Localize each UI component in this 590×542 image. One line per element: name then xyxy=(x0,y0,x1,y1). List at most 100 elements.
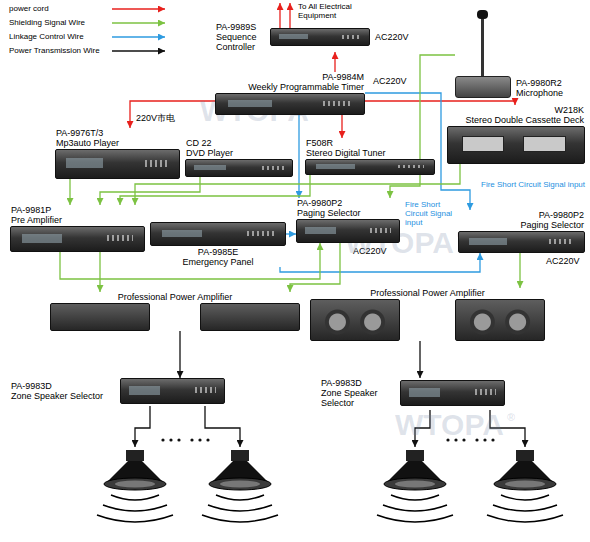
device-label: PA-9983D xyxy=(10,381,53,391)
wire-connector xyxy=(419,341,420,378)
wire-connector xyxy=(298,115,299,198)
annotation-label: AC220V xyxy=(372,76,408,86)
device-label: PA-9983D xyxy=(320,378,363,388)
device-label: CD 22 xyxy=(185,138,213,148)
device-label-group: PA-9980R2Microphone xyxy=(515,78,585,98)
power-out-arrows xyxy=(280,3,290,28)
device-illustration xyxy=(305,159,435,175)
device-label-group: PA-9989SSequence Controller xyxy=(215,22,266,52)
device-label: Mp3auto Player xyxy=(55,138,120,148)
device-label: PA-9976T/3 xyxy=(55,128,104,138)
device-label-group: PA-9980P2Paging Selector xyxy=(296,198,400,218)
legend-text: Power Transmission Wire xyxy=(8,46,101,56)
device-illustration xyxy=(215,93,365,115)
device-illustration xyxy=(185,159,293,177)
device-label-group: PA-9985EEmergency Panel xyxy=(150,247,286,267)
device-node: PA-9983DZone Speaker Selector xyxy=(320,378,505,408)
dot xyxy=(198,438,201,441)
annotation-label: AC220V xyxy=(374,32,410,42)
speaker-wire xyxy=(135,406,150,447)
device-node: PA-9976T/3Mp3auto Player xyxy=(55,128,180,179)
speaker xyxy=(377,450,453,522)
amplifier-unit xyxy=(455,299,545,341)
device-label: Weekly Programmable Timer xyxy=(247,82,365,92)
device-label: PA-9981P xyxy=(10,205,52,215)
device-node: PA-9983DZone Speaker Selector xyxy=(10,378,225,404)
legend-text: power cord xyxy=(8,4,50,14)
device-label: Paging Selector xyxy=(296,208,362,218)
dot xyxy=(190,438,193,441)
device-label: PA-9984M xyxy=(321,72,365,82)
device-label: W218K xyxy=(553,105,585,115)
device-label: Zone Speaker Selector xyxy=(10,391,104,401)
wire-connector xyxy=(290,243,340,292)
device-label: PA-9980P2 xyxy=(296,198,343,208)
power-cord-line xyxy=(279,3,280,28)
device-illustration xyxy=(458,231,585,253)
watermark: ® xyxy=(507,412,515,423)
device-label: PA-9985E xyxy=(197,247,239,257)
device-label: Microphone xyxy=(515,88,564,98)
device-node: PA-9981PPre Amplifier xyxy=(10,205,145,252)
annotation-label: To All Electrical Equipment xyxy=(297,2,369,20)
microphone-illustration xyxy=(455,10,511,98)
device-label-group: CD 22DVD Player xyxy=(185,138,293,158)
legend-sample-line xyxy=(112,50,165,51)
device-node: PA-9989SSequence Controller xyxy=(215,22,370,52)
device-label: Sequence Controller xyxy=(215,32,266,52)
speaker xyxy=(202,450,278,522)
power-cord-line xyxy=(289,3,290,28)
device-illustration xyxy=(150,222,286,246)
device-label: Zone Speaker Selector xyxy=(320,388,396,408)
wire-connector xyxy=(69,179,70,205)
device-label: Paging Selector xyxy=(519,220,585,230)
device-label: PA-9989S xyxy=(215,22,257,32)
device-label-group: W218KStereo Double Cassette Deck xyxy=(447,105,585,125)
device-label-group: PA-9983DZone Speaker Selector xyxy=(10,381,116,401)
device-illustration xyxy=(50,303,300,331)
device-label: Stereo Digital Tuner xyxy=(305,148,387,158)
device-illustration xyxy=(270,28,370,46)
device-node: W218KStereo Double Cassette Deck xyxy=(447,105,585,164)
device-illustration xyxy=(310,299,545,341)
device-label-group: PA-9983DZone Speaker Selector xyxy=(320,378,396,408)
wire-connector xyxy=(99,252,100,292)
annotation-label: Fire Short Circuit Signal input xyxy=(404,200,458,227)
device-label: PA-9980P2 xyxy=(538,210,585,220)
wire-connector xyxy=(179,331,180,378)
speaker-wire xyxy=(205,406,240,447)
wire-connector xyxy=(286,233,296,234)
device-label: Pre Amplifier xyxy=(10,215,63,225)
device-label-group: PA-9984MWeekly Programmable Timer xyxy=(215,72,365,92)
wire-connector xyxy=(100,177,200,205)
device-label-group: Professional Power Amplifier xyxy=(310,288,545,298)
device-node: PA-9980P2Paging Selector xyxy=(296,198,400,243)
device-label: Emergency Panel xyxy=(181,257,254,267)
device-node: CD 22DVD Player xyxy=(185,138,293,177)
device-label-group: PA-9980P2Paging Selector xyxy=(458,210,585,230)
speaker xyxy=(487,450,563,522)
device-label-group: F508RStereo Digital Tuner xyxy=(305,138,435,158)
wire-connector xyxy=(120,175,310,205)
annotation-label: AC220V xyxy=(545,256,581,266)
legend-sample-line xyxy=(112,22,165,23)
device-label: Stereo Double Cassette Deck xyxy=(464,115,585,125)
amplifier-unit xyxy=(200,303,300,331)
device-label: PA-9980R2 xyxy=(515,78,563,88)
dot xyxy=(206,438,209,441)
device-label: DVD Player xyxy=(185,148,234,158)
device-label-group: PA-9976T/3Mp3auto Player xyxy=(55,128,180,148)
legend-samples xyxy=(112,9,165,51)
device-illustration xyxy=(400,380,505,406)
device-illustration xyxy=(447,126,585,164)
dot xyxy=(177,438,180,441)
wire-connector xyxy=(519,253,520,288)
device-node: PA-9984MWeekly Programmable Timer xyxy=(215,72,365,115)
legend-sample-line xyxy=(112,8,165,9)
wire-connector xyxy=(341,115,342,138)
device-label-group: PA-9981PPre Amplifier xyxy=(10,205,145,225)
device-illustration xyxy=(296,219,400,243)
device-label: F508R xyxy=(305,138,334,148)
device-label-group: Professional Power Amplifier xyxy=(50,292,300,302)
